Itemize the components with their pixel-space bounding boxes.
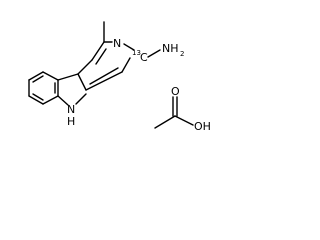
bond-benzene-1 [28, 71, 44, 81]
bond-benzene-5 [28, 95, 44, 105]
indole-nitrogen-label: N [67, 103, 75, 116]
bond-benzene-double-1 [32, 75, 44, 83]
bond-amine [147, 49, 161, 58]
bond-five-4 [75, 93, 87, 105]
molecule-1-bonds [28, 21, 161, 106]
isotope-mass-label: 13 [132, 49, 141, 57]
amine-label: NH [162, 42, 179, 55]
molecule-2-bonds [154, 96, 194, 129]
molecule-1-atoms: N 13 C NH 2 N H [67, 37, 184, 128]
bond-acid-methyl [154, 115, 176, 129]
molecule-2-atoms: O OH [171, 85, 211, 133]
amine-subscript: 2 [180, 50, 184, 58]
isotope-carbon-label: C [140, 51, 148, 64]
chemical-structures: N 13 C NH 2 N H O OH [28, 21, 211, 133]
hydroxyl-label: OH [194, 120, 211, 133]
indole-hydrogen-label: H [67, 115, 75, 128]
carbonyl-oxygen-label: O [171, 85, 180, 98]
bond-pyr-5 [121, 57, 131, 73]
bond-pyr-4 [123, 43, 135, 51]
bond-pyr-double-1 [95, 48, 107, 65]
bond-benzene-double-2 [32, 93, 44, 101]
bond-acid-hydroxyl [174, 115, 194, 126]
ring-nitrogen-label: N [113, 37, 121, 50]
bond-five-2 [77, 73, 87, 91]
bond-five-3 [57, 95, 69, 106]
bond-pyr-2 [91, 41, 105, 61]
bond-pyr-double-2 [89, 67, 119, 85]
bond-benzene-4 [42, 95, 59, 105]
bond-five-1 [57, 73, 79, 81]
bond-benzene-2 [42, 71, 59, 81]
structure-canvas: N 13 C NH 2 N H O OH [0, 0, 239, 142]
bond-pyr-6 [85, 71, 123, 91]
bond-pyr-1 [77, 59, 93, 75]
